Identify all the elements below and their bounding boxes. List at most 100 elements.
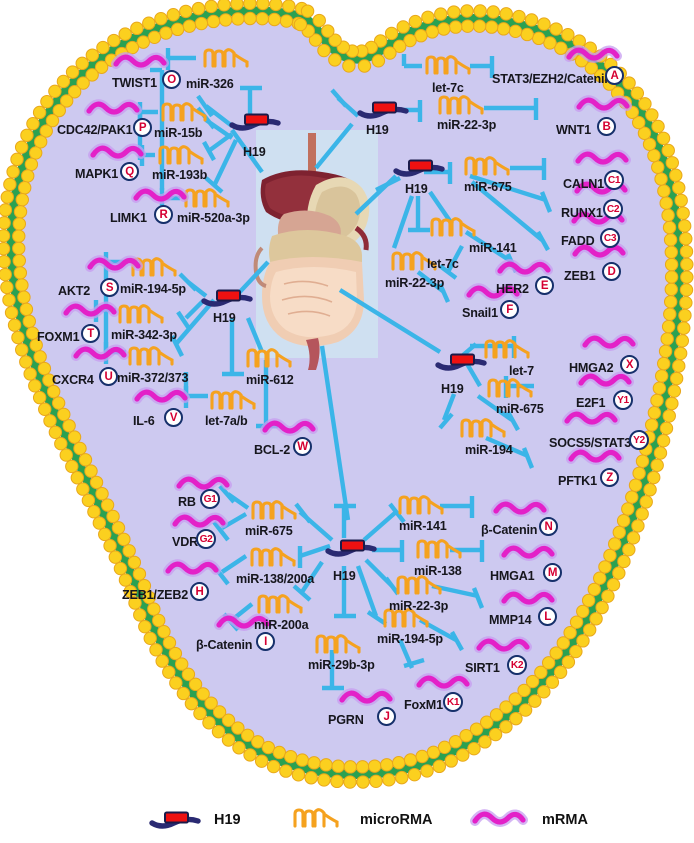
target-badge-C1: C1: [604, 170, 624, 190]
node-label-t14: WNT1: [556, 123, 591, 137]
node-label-t17: CALN1: [563, 177, 604, 191]
microrna-hairpin-icon: [425, 55, 471, 75]
target-badge-I: I: [256, 632, 275, 651]
h19-lncrna-icon-h19-mid-left: [204, 288, 254, 308]
node-label-t63: PGRN: [328, 713, 364, 727]
node-label-t12: H19: [366, 123, 389, 137]
microrna-hairpin-icon: [250, 547, 296, 567]
mrna-wave-icon: [136, 390, 190, 408]
target-badge-L: L: [538, 607, 557, 626]
node-label-t23: ZEB1: [564, 269, 596, 283]
microrna-hairpin-icon: [396, 575, 442, 595]
mrna-wave-icon: [264, 421, 318, 439]
node-label-t26: AKT2: [58, 284, 91, 298]
mrna-wave-icon: [503, 546, 557, 564]
node-label-t13: miR-22-3p: [437, 118, 497, 132]
node-label-t33: miR-612: [246, 373, 294, 387]
node-label-t06: MAPK1: [75, 167, 119, 181]
node-label-t21: let-7c: [427, 257, 459, 271]
mrna-wave-icon: [495, 502, 549, 520]
target-badge-Y2: Y2: [629, 430, 649, 450]
gi-anatomy-illustration: [253, 133, 370, 370]
microrna-hairpin-icon: [315, 634, 361, 654]
target-badge-P: P: [133, 118, 152, 137]
node-label-t54: ZEB1/ZEB2: [122, 588, 189, 602]
node-label-t03: CDC42/PAK1: [57, 123, 133, 137]
node-label-t39: H19: [441, 382, 464, 396]
target-badge-T: T: [81, 324, 100, 343]
mrna-wave-icon: [92, 146, 146, 164]
gi-anatomy-panel: [253, 130, 378, 370]
mrna-wave-icon: [75, 347, 129, 365]
microrna-hairpin-icon: [460, 418, 506, 438]
node-label-t48: miR-675: [245, 524, 293, 538]
mrna-wave-icon: [566, 412, 620, 430]
node-label-t53: miR-138/200a: [236, 572, 315, 586]
node-label-t18: RUNX1: [561, 206, 603, 220]
target-badge-M: M: [543, 563, 562, 582]
microrna-hairpin-icon: [416, 539, 462, 559]
node-label-t40: miR-675: [496, 402, 544, 416]
node-label-t30: H19: [213, 311, 236, 325]
node-label-t51: miR-138: [414, 564, 462, 578]
node-label-t55: miR-22-3p: [389, 599, 449, 613]
node-label-t45: RB: [178, 495, 196, 509]
node-label-t25: Snail1: [462, 306, 498, 320]
node-label-t20: FADD: [561, 234, 595, 248]
node-label-t05: H19: [243, 145, 266, 159]
microrna-hairpin-icon: [383, 608, 429, 628]
node-label-t22: miR-22-3p: [385, 276, 445, 290]
mrna-wave-icon: [88, 102, 142, 120]
target-badge-K1: K1: [443, 692, 463, 712]
node-label-t01: TWIST1: [112, 76, 157, 90]
target-badge-Y1: Y1: [613, 390, 633, 410]
mrna-wave-icon: [584, 336, 638, 354]
node-label-t60: miR-29b-3p: [308, 658, 375, 672]
node-label-t61: SIRT1: [465, 661, 500, 675]
target-badge-H: H: [190, 582, 209, 601]
microrna-hairpin-icon: [398, 495, 444, 515]
target-badge-D: D: [602, 262, 621, 281]
node-label-t35: let-7a/b: [205, 414, 248, 428]
legend-mrna-label: mRMA: [542, 812, 588, 828]
node-label-t11: STAT3/EZH2/Catenin: [492, 72, 612, 86]
target-badge-S: S: [100, 278, 119, 297]
microrna-hairpin-icon: [203, 48, 249, 68]
microrna-hairpin-icon: [487, 378, 533, 398]
mrna-wave-icon: [89, 258, 143, 276]
mrna-wave-icon: [578, 98, 632, 116]
node-label-t49: VDR: [172, 535, 198, 549]
legend-microrna-icon: [293, 808, 339, 828]
target-badge-A: A: [605, 66, 624, 85]
target-badge-G1: G1: [200, 489, 220, 509]
microrna-hairpin-icon: [118, 304, 164, 324]
node-label-t37: let-7: [509, 364, 534, 378]
node-label-t57: miR-200a: [254, 618, 309, 632]
microrna-hairpin-icon: [246, 348, 292, 368]
membrane-lipid-heads: [0, 0, 694, 789]
target-badge-O: O: [162, 70, 181, 89]
microrna-hairpin-icon: [210, 390, 256, 410]
cell-membrane: [6, 6, 684, 779]
h19-lncrna-icon-h19-mid-right: [396, 158, 446, 178]
node-label-t42: miR-194: [465, 443, 513, 457]
target-badge-F: F: [500, 300, 519, 319]
node-label-t59: β-Catenin: [196, 638, 253, 652]
node-label-t31: CXCR4: [52, 373, 94, 387]
node-label-t02: miR-326: [186, 77, 234, 91]
target-badge-C3: C3: [600, 228, 620, 248]
target-badge-C2: C2: [603, 199, 623, 219]
microrna-hairpin-icon: [158, 145, 204, 165]
node-label-t28: FOXM1: [37, 330, 80, 344]
node-label-t10: let-7c: [432, 81, 464, 95]
node-label-t58: miR-194-5p: [377, 632, 443, 646]
legend-microrna-label: microRMA: [360, 812, 433, 828]
node-label-t41: E2F1: [576, 396, 606, 410]
target-badge-E: E: [535, 276, 554, 295]
target-badge-X: X: [620, 355, 639, 374]
h19-lncrna-icon-h19-top-right: [360, 100, 410, 120]
legend-mrna-icon: [470, 804, 532, 832]
target-badge-G2: G2: [196, 529, 216, 549]
node-label-t46: miR-141: [399, 519, 447, 533]
